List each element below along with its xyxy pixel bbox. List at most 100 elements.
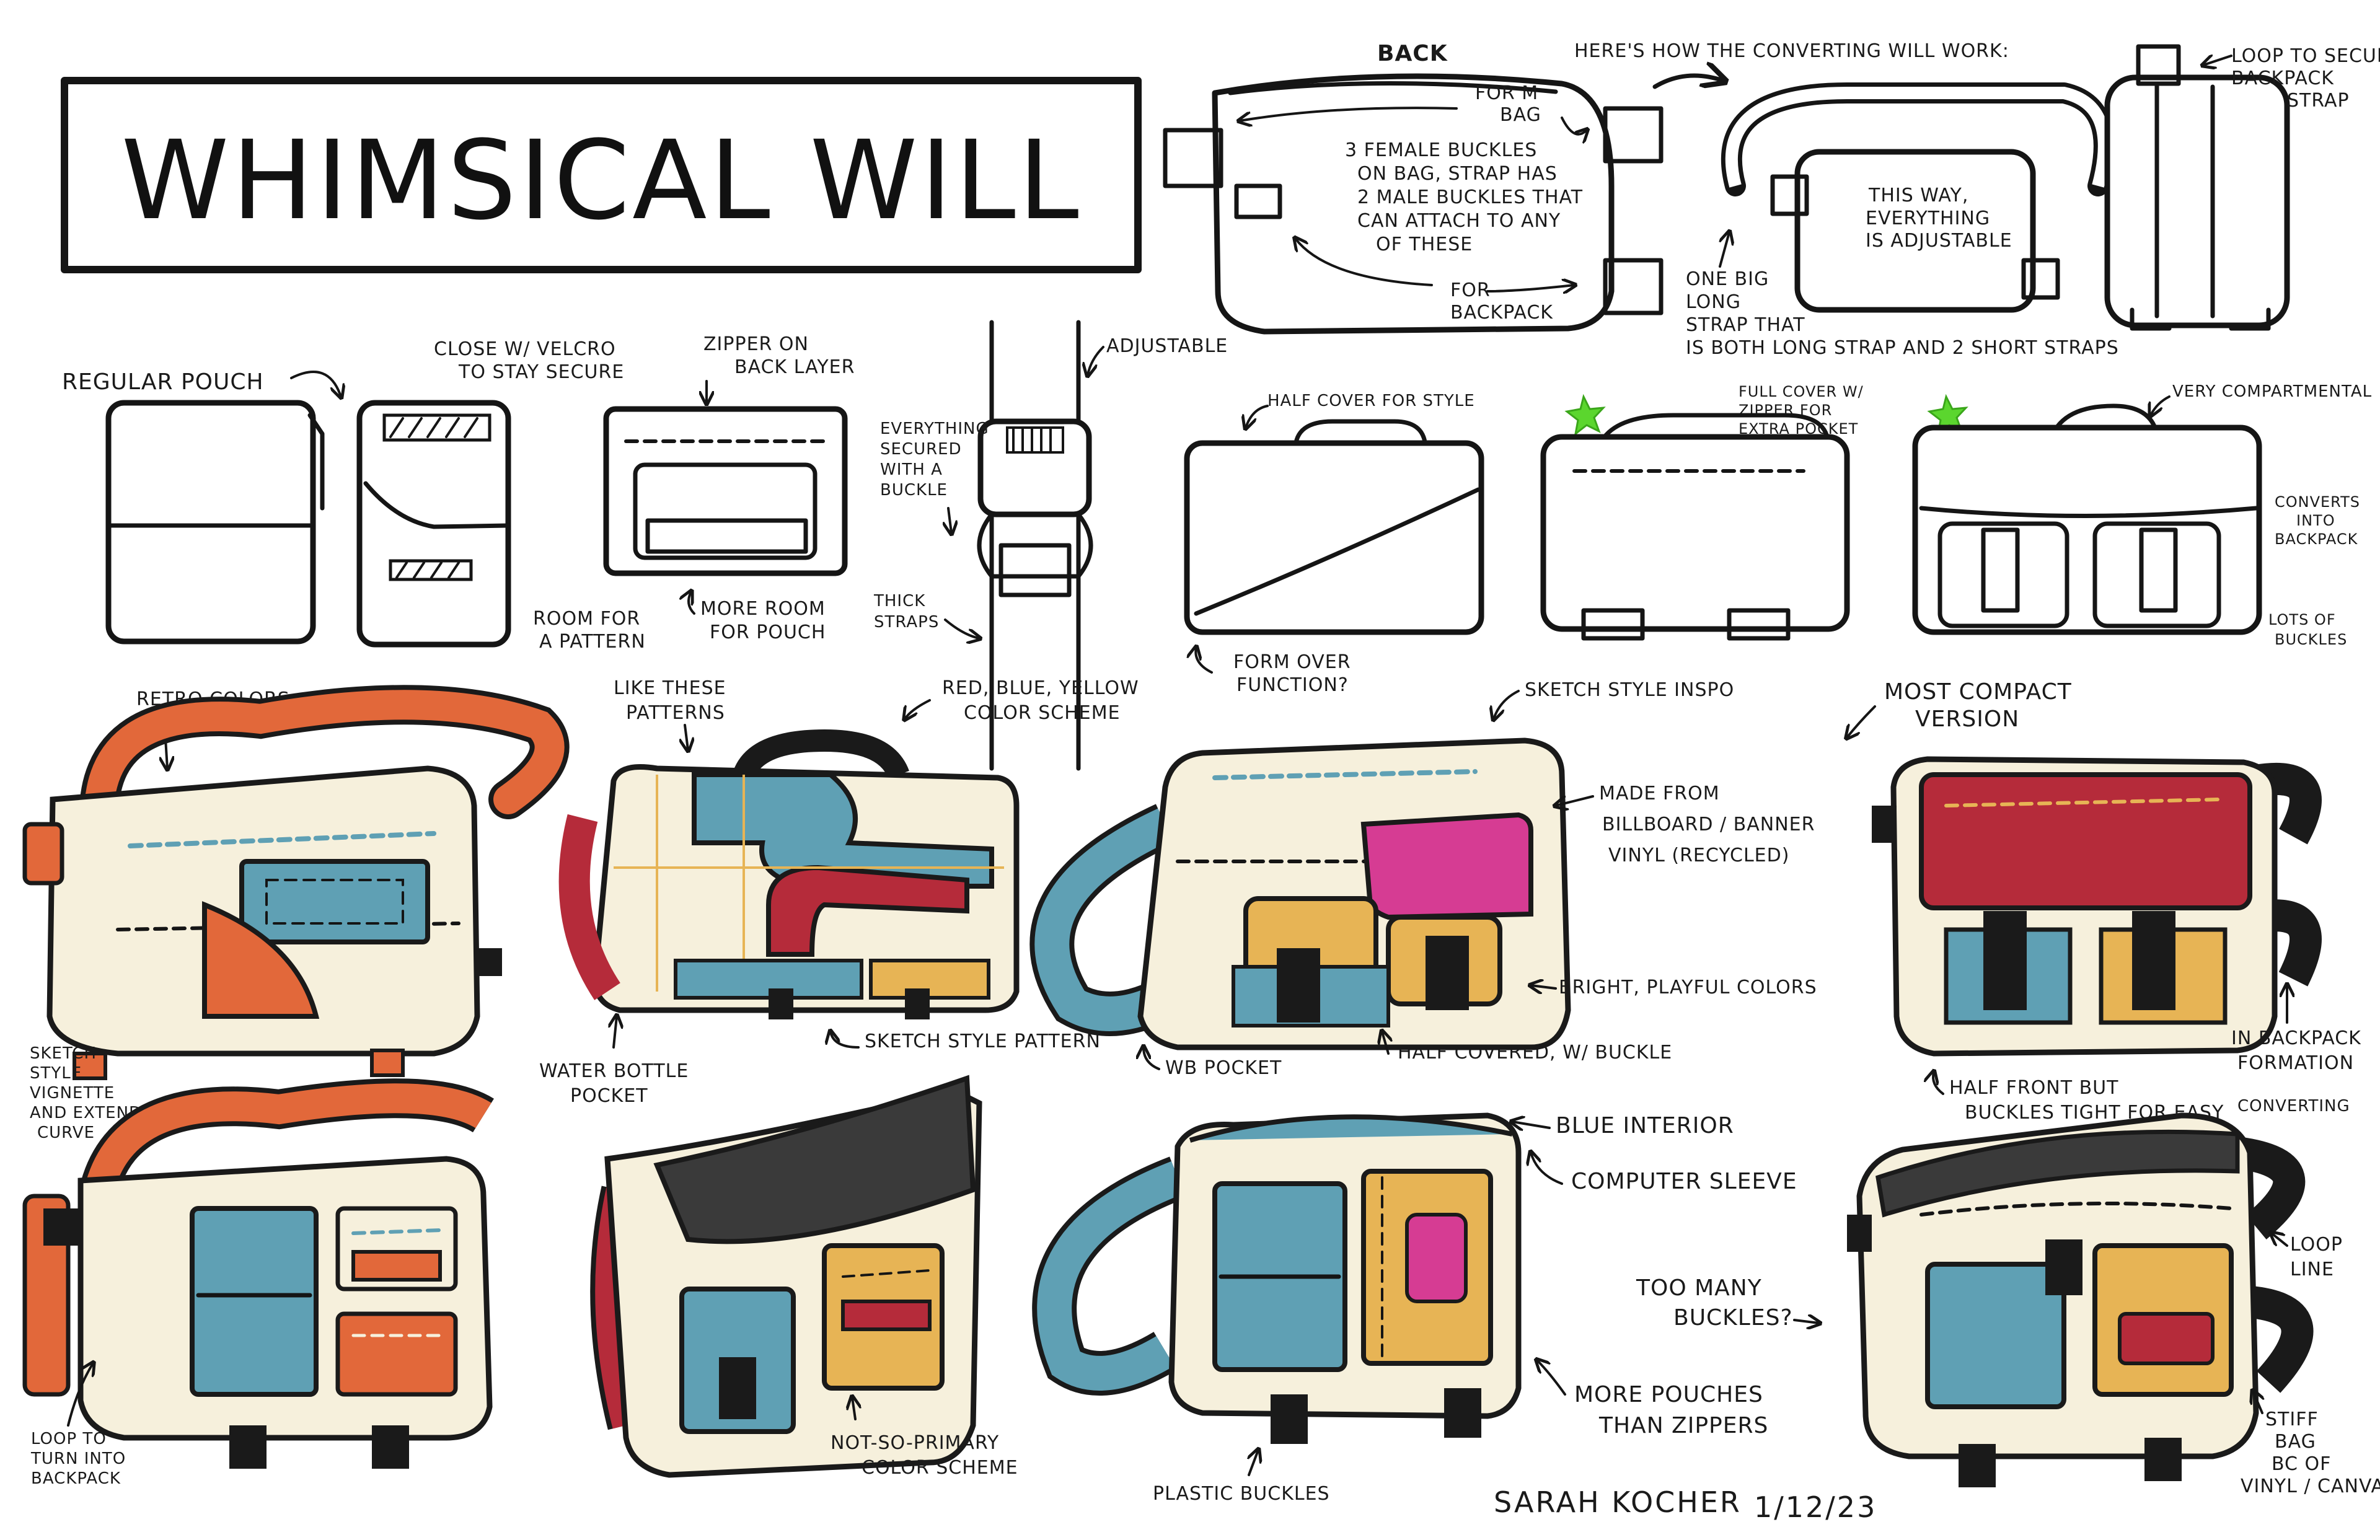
compartmental-bag-sketch: VERY COMPARTMENTAL CONVERTS INTO BACKPAC… bbox=[1912, 382, 2372, 648]
thick-straps-2: STRAPS bbox=[874, 613, 939, 631]
stiff-bag-3: BC OF bbox=[2272, 1453, 2331, 1475]
lots-buckles-2: BUCKLES bbox=[2275, 631, 2347, 648]
buckles-note-line-2: ON BAG, STRAP HAS bbox=[1357, 163, 1558, 185]
velcro-pouch-sketch: CLOSE W/ VELCRO TO STAY SECURE ROOM FOR … bbox=[356, 338, 646, 653]
convert-arrow bbox=[1652, 76, 1723, 89]
room-note-1: ROOM FOR bbox=[533, 608, 640, 630]
form-label-1: FOR M bbox=[1475, 82, 1538, 104]
secured-note-2: SECURED bbox=[880, 440, 962, 459]
compact-bag: MOST COMPACT VERSION IN BACKPACK FORMATI… bbox=[1847, 679, 2361, 1124]
thick-straps-1: THICK bbox=[873, 592, 925, 610]
loop-note-1: LOOP TO SECURE bbox=[2231, 45, 2380, 67]
retro-bag: RETRO COLORS SKETCH STYLE VIGNETTE AND E… bbox=[22, 685, 570, 1142]
adjustable-note-1: THIS WAY, bbox=[1868, 185, 1968, 206]
converts-3: BACKPACK bbox=[2275, 530, 2358, 548]
stiff-bag-2: BAG bbox=[2275, 1431, 2316, 1453]
strap-note-2: LONG bbox=[1686, 291, 1741, 313]
form-label-2: BAG bbox=[1500, 104, 1541, 126]
vignette-note-3: VIGNETTE bbox=[30, 1084, 115, 1102]
signature: SARAH KOCHER bbox=[1494, 1485, 1742, 1519]
buckle-strap-sketch: ADJUSTABLE EVERYTHING SECURED WITH A BUC… bbox=[873, 320, 1228, 771]
loop-note-2: BACKPACK bbox=[2231, 68, 2334, 89]
sketch-inspo-label: SKETCH STYLE INSPO bbox=[1525, 679, 1734, 701]
pouch-arrow bbox=[290, 371, 341, 397]
vignette-note-5: CURVE bbox=[37, 1124, 95, 1142]
full-cover-bag-sketch: FULL COVER W/ ZIPPER FOR EXTRA POCKET bbox=[1540, 383, 1863, 641]
made-from-1: MADE FROM bbox=[1599, 783, 1720, 804]
backpack-loop-bag: LOOP TO TURN INTO BACKPACK bbox=[22, 1078, 494, 1488]
converted-bag-sketch: THIS WAY, EVERYTHING IS ADJUSTABLE ONE B… bbox=[1686, 82, 2119, 359]
vignette-note-2: STYLE bbox=[30, 1064, 82, 1083]
regular-pouch-label: REGULAR POUCH bbox=[62, 369, 264, 395]
form-over-1: FORM OVER bbox=[1233, 651, 1351, 673]
buckles-note-line-1: 3 FEMALE BUCKLES bbox=[1345, 139, 1537, 161]
backpack-sketch: LOOP TO SECURE BACKPACK STRAP bbox=[2104, 44, 2380, 331]
strap-note-1: ONE BIG bbox=[1686, 268, 1769, 290]
back-view-sketch: BACK FOR M BAG 3 FEMALE BUCKLES ON BAG, … bbox=[1163, 41, 1664, 335]
for-backpack-label-2: BACKPACK bbox=[1450, 302, 1553, 323]
regular-pouch-sketch bbox=[105, 400, 325, 645]
loop-line-bag: TOO MANY BUCKLES? LOOP LINE STIFF BAG BC… bbox=[1636, 1112, 2380, 1497]
room-note-2: A PATTERN bbox=[539, 631, 646, 653]
like-patterns-1: LIKE THESE bbox=[614, 677, 726, 699]
more-room-note-1: MORE ROOM bbox=[700, 598, 826, 620]
date: 1/12/23 bbox=[1754, 1490, 1877, 1524]
made-from-2: BILLBOARD / BANNER bbox=[1602, 814, 1815, 835]
adjustable-label: ADJUSTABLE bbox=[1106, 335, 1228, 357]
title-box: WHIMSICAL WILL bbox=[61, 77, 1142, 273]
loop-backpack-1: LOOP TO bbox=[31, 1430, 107, 1448]
compartmental-label: VERY COMPARTMENTAL bbox=[2172, 382, 2372, 401]
form-over-2: FUNCTION? bbox=[1236, 674, 1349, 696]
computer-sleeve-label: COMPUTER SLEEVE bbox=[1571, 1169, 1797, 1194]
backpack-formation-1: IN BACKPACK bbox=[2231, 1027, 2361, 1049]
not-primary-2: COLOR SCHEME bbox=[862, 1457, 1018, 1479]
zipper-note-1: ZIPPER ON bbox=[703, 333, 809, 355]
backpack-formation-2: FORMATION bbox=[2237, 1052, 2354, 1074]
vignette-note-1: SKETCH bbox=[30, 1044, 97, 1063]
buckles-note-line-4: CAN ATTACH TO ANY bbox=[1357, 210, 1561, 232]
zipper-note-2: BACK LAYER bbox=[734, 356, 855, 378]
water-bottle-2: POCKET bbox=[570, 1085, 648, 1107]
rby-scheme-1: RED, BLUE, YELLOW bbox=[942, 677, 1139, 699]
for-backpack-label-1: FOR bbox=[1450, 279, 1491, 301]
stiff-bag-1: STIFF bbox=[2265, 1409, 2319, 1430]
velcro-note-1: CLOSE W/ VELCRO bbox=[434, 338, 616, 360]
back-heading: BACK bbox=[1377, 41, 1448, 66]
strap-note-4: IS BOTH LONG STRAP AND 2 SHORT STRAPS bbox=[1686, 337, 2119, 359]
half-covered-label: HALF COVERED, W/ BUCKLE bbox=[1398, 1042, 1672, 1063]
buckles-note-line-5: OF THESE bbox=[1376, 234, 1473, 255]
buckles-note-line-3: 2 MALE BUCKLES THAT bbox=[1357, 187, 1583, 208]
converts-1: CONVERTS bbox=[2275, 493, 2360, 511]
blue-interior-label: BLUE INTERIOR bbox=[1556, 1113, 1734, 1138]
loop-line-2: LINE bbox=[2290, 1259, 2334, 1280]
adjustable-note-3: IS ADJUSTABLE bbox=[1866, 230, 2012, 252]
inspo-bag: SKETCH STYLE INSPO MADE FROM BILLBOARD /… bbox=[1029, 679, 1817, 1079]
not-primary-1: NOT-SO-PRIMARY bbox=[831, 1432, 999, 1454]
too-many-1: TOO MANY bbox=[1636, 1275, 1762, 1301]
secured-note-3: WITH A bbox=[880, 460, 943, 479]
half-front-1: HALF FRONT BUT bbox=[1949, 1077, 2118, 1099]
interior-bag: BLUE INTERIOR COMPUTER SLEEVE MORE POUCH… bbox=[1032, 1112, 1797, 1505]
rby-scheme-2: COLOR SCHEME bbox=[964, 702, 1121, 724]
sketch-pattern-label: SKETCH STYLE PATTERN bbox=[865, 1031, 1101, 1052]
converts-2: INTO bbox=[2296, 512, 2335, 529]
half-cover-bag-sketch: HALF COVER FOR STYLE FORM OVER FUNCTION? bbox=[1184, 392, 1484, 696]
title-text: WHIMSICAL WILL bbox=[121, 117, 1081, 244]
half-cover-label: HALF COVER FOR STYLE bbox=[1267, 392, 1475, 410]
water-bottle-1: WATER BOTTLE bbox=[539, 1060, 689, 1082]
plastic-buckles-label: PLASTIC BUCKLES bbox=[1153, 1483, 1330, 1505]
adjustable-note-2: EVERYTHING bbox=[1866, 208, 1990, 229]
strap-note-3: STRAP THAT bbox=[1686, 314, 1805, 336]
loop-backpack-2: TURN INTO bbox=[30, 1450, 126, 1468]
zipper-pouch-sketch: ZIPPER ON BACK LAYER MORE ROOM FOR POUCH bbox=[603, 333, 855, 643]
bright-colors-label: BRIGHT, PLAYFUL COLORS bbox=[1559, 977, 1817, 998]
most-compact-1: MOST COMPACT bbox=[1884, 679, 2072, 705]
star-icon bbox=[1564, 394, 1606, 436]
more-room-note-2: FOR POUCH bbox=[710, 622, 826, 643]
too-many-2: BUCKLES? bbox=[1673, 1305, 1793, 1331]
patterned-bag: LIKE THESE PATTERNS RED, BLUE, YELLOW CO… bbox=[539, 677, 1139, 1107]
more-pouches-1: MORE POUCHES bbox=[1574, 1382, 1763, 1407]
lots-buckles-1: LOTS OF bbox=[2268, 611, 2336, 628]
